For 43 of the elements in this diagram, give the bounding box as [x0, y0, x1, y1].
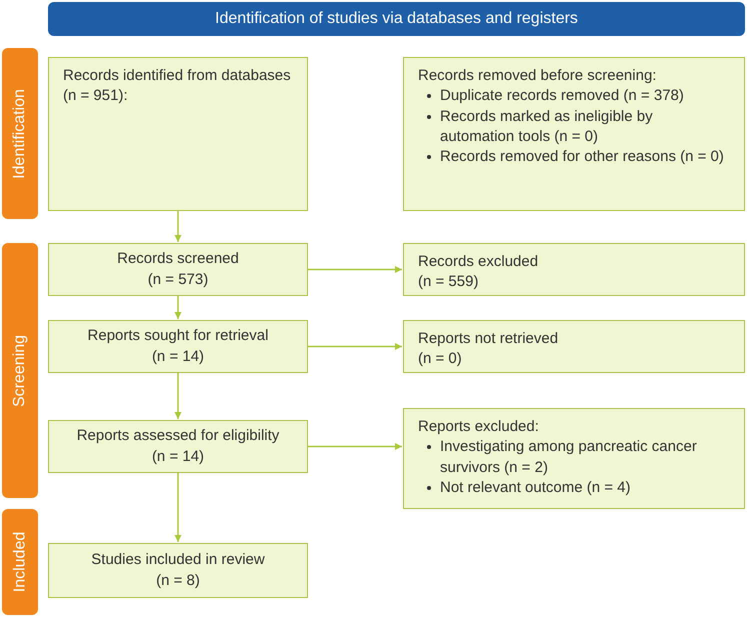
bullet-item: Duplicate records removed (n = 378) — [440, 87, 684, 104]
bullet-item: Investigating among pancreatic cancer survivors (n = 2) — [440, 438, 697, 476]
box-heading: Studies included in review — [91, 550, 265, 570]
phase-bar — [2, 509, 38, 615]
box-heading: Records identified from databases (n = 951): — [63, 66, 292, 106]
count-text: (n = 14) — [152, 346, 204, 366]
process-box — [48, 543, 308, 598]
bullet-item: Records marked as ineligible by automation tools (n = 0) — [440, 108, 653, 145]
arrow — [174, 473, 182, 542]
arrow — [174, 296, 182, 319]
box-heading: Records screened — [117, 249, 239, 270]
phase-bar — [2, 243, 38, 498]
arrow — [308, 343, 402, 350]
phase-label: Included — [11, 532, 29, 592]
bullet-item: Not relevant outcome (n = 4) — [440, 478, 631, 496]
process-box — [48, 57, 308, 211]
phase-label: Identification — [11, 88, 29, 178]
process-box — [403, 57, 745, 211]
box-heading: Reports assessed for eligibility — [76, 426, 280, 446]
arrow — [174, 373, 182, 419]
count-text: (n = 14) — [152, 446, 204, 466]
box-heading: Reports sought for retrieval — [88, 326, 268, 346]
box-heading: Reports not retrieved — [418, 329, 560, 349]
process-box — [403, 320, 745, 373]
count-text: (n = 559) — [418, 272, 480, 292]
box-heading: Records removed before screening: — [418, 66, 658, 86]
phase-label: Screening — [11, 334, 29, 407]
bullet-item: Records removed for other reasons (n = 0) — [440, 148, 724, 165]
title-banner: Identification of studies via databases and registers — [48, 2, 745, 36]
process-box — [48, 420, 308, 473]
arrow — [174, 211, 182, 242]
process-box — [48, 320, 308, 373]
process-box — [48, 243, 308, 296]
arrow — [308, 266, 402, 273]
count-text: (n = 0) — [418, 349, 463, 370]
process-box — [403, 408, 745, 509]
count-text: (n = 573) — [148, 270, 208, 290]
process-box — [403, 243, 745, 296]
count-text: (n = 8) — [156, 570, 200, 590]
phase-bar — [2, 48, 38, 219]
box-heading: Reports excluded: — [418, 417, 540, 437]
arrow — [308, 443, 402, 450]
box-heading: Records excluded — [418, 252, 540, 272]
